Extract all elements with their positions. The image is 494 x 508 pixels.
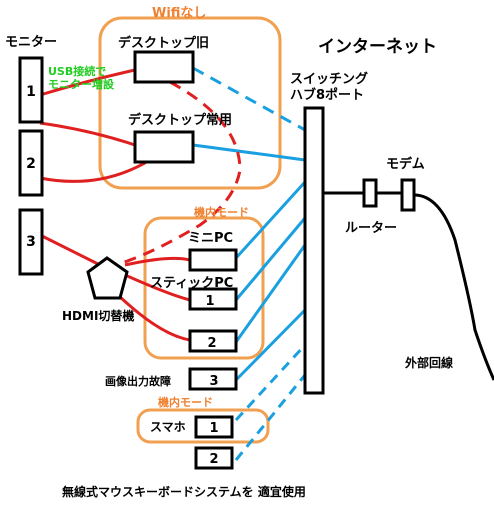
monitor-2: 2 bbox=[18, 129, 44, 197]
stick-pc-2: 2 bbox=[188, 329, 238, 353]
modem-label: モデム bbox=[386, 156, 425, 172]
switching-hub bbox=[303, 106, 325, 395]
ethernet-stick-pc-2 bbox=[234, 244, 307, 343]
stick-pc-1-number: 1 bbox=[205, 294, 214, 309]
ethernet-smartphone-2 bbox=[234, 374, 307, 461]
desktop-main-label: デスクトップ常用 bbox=[128, 112, 232, 128]
stick-pc-label: スティックPC bbox=[150, 276, 233, 291]
ethernet-desktop-old bbox=[192, 66, 306, 132]
external-line-cable bbox=[413, 193, 494, 381]
hdmi-switch-to-mini-pc bbox=[124, 256, 191, 267]
usb-monitor-to-desktop-old bbox=[39, 68, 136, 97]
inflight-mode-label-1: 機内モード bbox=[194, 205, 249, 219]
monitor-1: 1 bbox=[18, 56, 44, 124]
wifi-none-label: Wifiなし bbox=[152, 6, 206, 21]
smartphone-2: 2 bbox=[194, 446, 234, 470]
ethernet-desktop-main bbox=[192, 143, 306, 162]
hdmi-switch-to-stick-2 bbox=[116, 293, 191, 342]
stick-pc-2-number: 2 bbox=[207, 336, 216, 351]
monitor-3-number: 3 bbox=[26, 234, 36, 250]
monitor-title: モニター bbox=[5, 35, 57, 50]
desktop-old-label: デスクトップ旧 bbox=[118, 35, 209, 51]
usb-note-line2: モニター増設 bbox=[48, 77, 115, 91]
usb-note-line1: USB接続で bbox=[48, 64, 106, 78]
hdmi-switch-label: HDMI切替機 bbox=[62, 308, 134, 323]
stick-pc-1: 1 bbox=[188, 287, 238, 311]
device-3: 3 bbox=[188, 367, 238, 391]
inflight-mode-label-2: 機内モード bbox=[158, 395, 213, 409]
internet-label: インターネット bbox=[318, 37, 437, 57]
router-box bbox=[362, 178, 378, 208]
device-3-number: 3 bbox=[209, 374, 218, 389]
hdmi-monitor1-to-main bbox=[39, 121, 136, 147]
desktop-main-box bbox=[133, 130, 195, 164]
hdmi-monitor3-to-switch bbox=[39, 233, 101, 267]
router-label: ルーター bbox=[345, 221, 397, 236]
ethernet-mini-pc bbox=[234, 180, 307, 260]
monitor-1-number: 1 bbox=[26, 84, 36, 100]
mini-pc-box bbox=[188, 248, 238, 272]
desktop-old-box bbox=[133, 50, 195, 84]
switch-label-line1: スイッチング bbox=[290, 71, 368, 87]
smartphone-1-number: 1 bbox=[209, 421, 218, 436]
hdmi-desktop-old-to-hub bbox=[114, 80, 242, 267]
inflight-mode-group-2 bbox=[136, 408, 270, 444]
inflight-mode-group-1 bbox=[143, 216, 265, 360]
footer-note: 無線式マウスキーボードシステムを 適宜使用 bbox=[62, 484, 306, 499]
hdmi-monitor2-to-main bbox=[39, 158, 151, 183]
ethernet-device-3 bbox=[234, 308, 307, 382]
monitor-2-number: 2 bbox=[26, 156, 36, 172]
wifi-none-group bbox=[98, 16, 282, 190]
ethernet-stick-pc-1 bbox=[234, 217, 307, 301]
smartphone-2-number: 2 bbox=[209, 452, 218, 467]
mini-pc-label: ミニPC bbox=[188, 231, 233, 246]
external-line-label: 外部回線 bbox=[405, 355, 453, 370]
monitor-3: 3 bbox=[18, 208, 44, 276]
hdmi-switch-pentagon bbox=[86, 256, 129, 300]
switch-label-line2: ハブ8ポート bbox=[290, 87, 364, 103]
video-fault-label: 画像出力故障 bbox=[105, 374, 171, 388]
modem-box bbox=[400, 178, 416, 212]
smartphone-1: 1 bbox=[194, 415, 234, 439]
hdmi-switch-to-stick-1 bbox=[124, 273, 191, 302]
smartphone-label: スマホ bbox=[150, 420, 186, 434]
